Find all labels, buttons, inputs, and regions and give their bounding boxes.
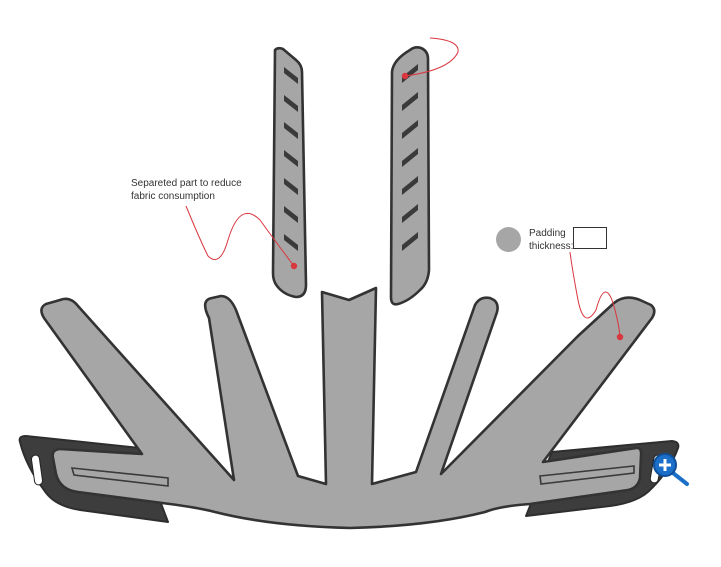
padding-swatch [496,227,521,252]
top-pad-left [271,46,308,299]
padding-label-line2: thickness: [529,240,574,252]
leader-padding [569,251,624,341]
separated-part-label-line1: Separeted part to reduce [131,178,242,189]
padding-thickness-input[interactable] [573,227,607,249]
zoom-in-icon[interactable] [651,451,691,491]
main-crown-pad [40,286,656,530]
top-pad-right [389,46,431,306]
leader-top-right [401,37,459,80]
separated-part-label-line2: fabric consumption [131,190,215,202]
leader-separated-part [185,205,298,270]
padding-label-line1: Padding [529,228,566,239]
padding-thickness-label: Padding thickness: [529,228,589,253]
separated-part-label: Separeted part to reduce fabric consumpt… [131,178,271,203]
